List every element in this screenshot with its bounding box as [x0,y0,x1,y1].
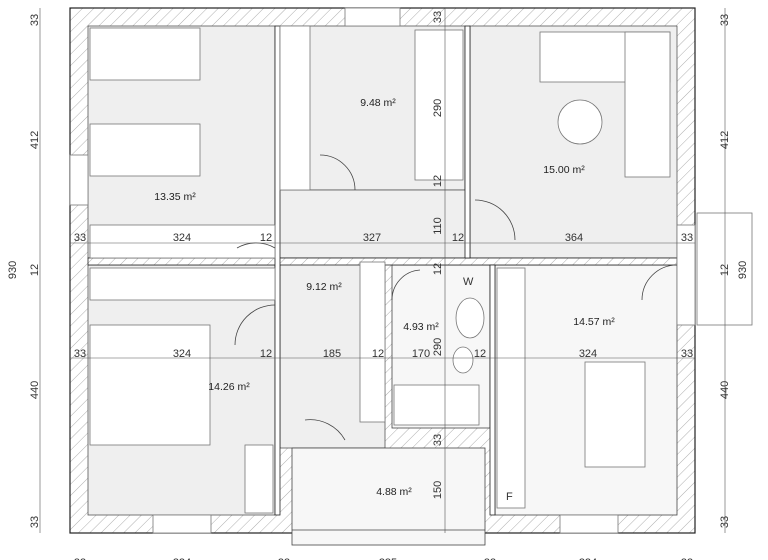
svg-text:324: 324 [173,557,191,560]
upper-row-dimensions: 33 324 12 327 12 364 33 [74,232,693,244]
svg-text:33: 33 [681,557,693,560]
wardrobe [279,25,311,191]
area-label: 14.26 m² [208,381,250,393]
wardrobe [89,267,276,301]
svg-text:385: 385 [379,557,397,560]
svg-text:33: 33 [484,557,496,560]
svg-text:110: 110 [432,217,444,235]
svg-text:33: 33 [719,516,731,528]
dining-table [584,361,646,468]
area-label: 9.48 m² [360,97,396,109]
svg-text:33: 33 [432,11,444,23]
svg-text:290: 290 [432,99,444,117]
svg-text:12: 12 [29,264,41,276]
svg-text:185: 185 [323,348,341,360]
svg-text:290: 290 [432,338,444,356]
lower-row-dimensions: 33 324 12 185 12 170 12 324 33 [74,348,693,360]
left-dimensions: 33 412 930 12 440 33 [7,14,41,528]
svg-text:150: 150 [432,481,444,499]
door-swing[interactable] [234,304,276,346]
svg-text:930: 930 [7,261,19,279]
bathtub [393,384,480,426]
svg-text:33: 33 [719,14,731,26]
svg-text:12: 12 [719,264,731,276]
door-swing[interactable] [641,264,678,301]
bottom-row-dimensions: 33 324 33 385 33 324 33 [74,557,693,560]
svg-text:440: 440 [29,381,41,399]
wardrobe [89,224,276,259]
svg-text:412: 412 [29,131,41,149]
entrance-door-frame[interactable] [676,224,696,326]
area-label: 13.35 m² [154,191,196,203]
interior-vertical-dimensions: 33 290 12 110 12 290 33 150 [432,11,444,499]
svg-text:170: 170 [412,348,430,360]
svg-text:440: 440 [719,381,731,399]
window [559,514,619,534]
sofa [624,31,671,178]
room-area-labels: 13.35 m² 9.48 m² 15.00 m² 9.12 m² 4.93 m… [154,97,615,498]
balcony-floor [291,447,486,546]
svg-text:33: 33 [681,348,693,360]
coffee-table [557,99,603,145]
interior-wall [489,264,496,516]
svg-text:324: 324 [579,557,597,560]
interior-wall [274,25,281,516]
area-label: 15.00 m² [543,164,585,176]
svg-text:12: 12 [372,348,384,360]
area-label: 9.12 m² [306,281,342,293]
right-dimensions: 33 412 930 12 440 33 [719,14,749,528]
svg-text:412: 412 [719,131,731,149]
svg-text:12: 12 [452,232,464,244]
door-swing[interactable] [319,154,356,191]
area-label: 4.88 m² [376,486,412,498]
fridge-label: F [506,491,513,503]
window [69,154,89,206]
svg-text:12: 12 [432,175,444,187]
window [344,7,401,27]
kitchen-counter [496,267,526,509]
svg-text:327: 327 [363,232,381,244]
svg-text:33: 33 [681,232,693,244]
svg-text:324: 324 [173,232,191,244]
washer-label: W [463,276,474,288]
entrance-landing [696,212,753,326]
desk [244,444,274,514]
door-swing[interactable] [391,269,421,301]
svg-text:33: 33 [278,557,290,560]
svg-text:33: 33 [74,557,86,560]
bed [89,123,201,177]
svg-text:324: 324 [173,348,191,360]
svg-text:33: 33 [432,434,444,446]
window [152,514,212,534]
svg-text:12: 12 [432,263,444,275]
sink [455,297,485,339]
svg-text:33: 33 [29,14,41,26]
bed [89,27,201,81]
svg-text:12: 12 [474,348,486,360]
svg-text:364: 364 [565,232,583,244]
svg-text:33: 33 [74,348,86,360]
bed [89,324,211,446]
svg-text:12: 12 [260,232,272,244]
area-label: 14.57 m² [573,316,615,328]
svg-text:324: 324 [579,348,597,360]
area-label: 4.93 m² [403,321,439,333]
interior-wall [464,25,471,259]
door-swing[interactable] [474,199,516,241]
svg-text:930: 930 [737,261,749,279]
toilet [452,346,474,374]
svg-text:12: 12 [260,348,272,360]
door-swing[interactable] [304,419,346,441]
svg-text:33: 33 [74,232,86,244]
svg-text:33: 33 [29,516,41,528]
bed [414,29,464,181]
wardrobe [359,261,386,423]
corridor-floor [274,189,471,259]
